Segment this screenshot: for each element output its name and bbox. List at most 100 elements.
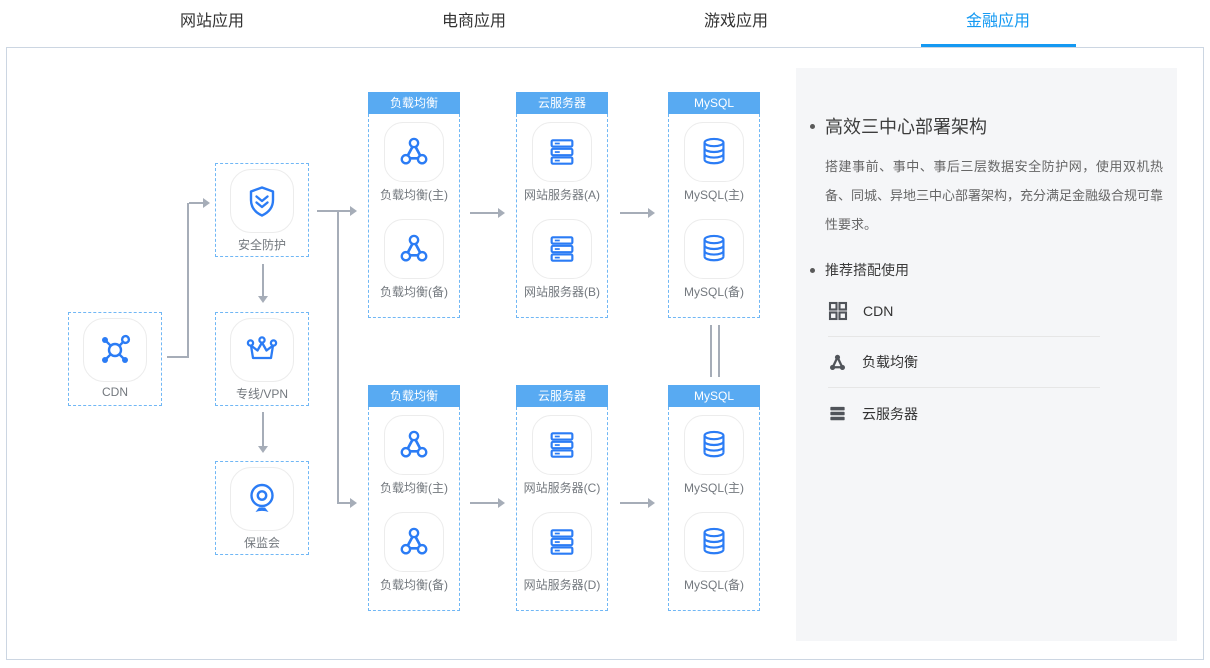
tab-ecommerce-apps[interactable]: 电商应用 <box>441 13 506 30</box>
architecture-diagram-panel: CDN 安全防护 <box>6 47 1204 660</box>
connector-mysql-sync-right <box>718 325 720 377</box>
database-icon <box>703 137 725 165</box>
node-vpn: 专线/VPN <box>215 312 309 406</box>
node-label: MySQL(主) <box>683 188 744 202</box>
tab-finance-apps[interactable]: 金融应用 <box>920 0 1076 47</box>
node-lb-primary-bottom: 负载均衡(主) <box>380 415 448 496</box>
node-security-protection: 安全防护 <box>215 163 309 257</box>
node-label: 负载均衡(备) <box>380 285 448 299</box>
bullet-icon <box>810 267 815 273</box>
database-icon <box>703 430 725 458</box>
recommend-item-cloud-server[interactable]: 云服务器 <box>828 388 1100 439</box>
server-stack-icon <box>550 236 574 262</box>
node-lb-backup-bottom: 负载均衡(备) <box>380 512 448 593</box>
node-mysql-primary-bottom: MySQL(主) <box>683 415 744 496</box>
node-label: 保监会 <box>243 536 280 550</box>
connector-branch-vertical <box>337 210 339 504</box>
server-stack-icon <box>550 139 574 165</box>
node-regulator: 保监会 <box>215 461 309 555</box>
node-label: MySQL(备) <box>683 578 744 592</box>
tab-website-apps[interactable]: 网站应用 <box>179 13 244 30</box>
feature-title: 高效三中心部署架构 <box>825 117 987 137</box>
arrowhead-into-server-bottom <box>498 498 505 508</box>
grid-icon <box>828 301 848 321</box>
node-lb-backup-top: 负载均衡(备) <box>380 219 448 300</box>
group-header: 负载均衡 <box>368 385 460 407</box>
connector-cdn-to-security <box>189 202 203 204</box>
node-mysql-backup-top: MySQL(备) <box>683 219 744 300</box>
recommend-list: CDN 负载均衡 <box>828 286 1100 439</box>
security-node-tile <box>230 169 294 233</box>
node-label: 网站服务器(D) <box>523 578 601 592</box>
load-balancer-icon <box>400 234 428 262</box>
node-label: 负载均衡(主) <box>380 481 448 495</box>
group-header: MySQL <box>668 385 760 407</box>
arrowhead-into-server-top <box>498 208 505 218</box>
node-mysql-primary-top: MySQL(主) <box>683 122 744 203</box>
node-webserver-c: 网站服务器(C) <box>523 415 601 496</box>
regulator-node-tile <box>230 467 294 531</box>
connector-cdn-vertical <box>187 203 189 358</box>
node-mysql-backup-bottom: MySQL(备) <box>683 512 744 593</box>
connector-security-to-vpn <box>262 264 264 296</box>
arrowhead-into-regulator <box>258 446 268 453</box>
cloud-server-icon <box>830 406 845 421</box>
crown-vpn-icon <box>246 336 278 360</box>
arrowhead-into-mysql-top <box>648 208 655 218</box>
server-stack-icon <box>550 529 574 555</box>
tab-game-apps[interactable]: 游戏应用 <box>703 13 768 30</box>
group-header: 云服务器 <box>516 385 608 407</box>
tab-bar: 网站应用 电商应用 游戏应用 金融应用 <box>0 0 1210 47</box>
node-label: 安全防护 <box>237 238 286 252</box>
node-label: 负载均衡(主) <box>380 188 448 202</box>
node-label: 专线/VPN <box>235 387 288 401</box>
info-panel: 高效三中心部署架构 搭建事前、事中、事后三层数据安全防护网，使用双机热备、同城、… <box>796 68 1177 641</box>
bullet-icon <box>810 123 815 129</box>
connector-vpn-to-regulator <box>262 412 264 446</box>
shield-icon <box>249 186 275 217</box>
recommend-section: 推荐搭配使用 CDN <box>810 260 1161 439</box>
node-lb-primary-top: 负载均衡(主) <box>380 122 448 203</box>
cdn-hub-icon <box>102 334 131 363</box>
arrowhead-into-lb-bottom <box>350 498 357 508</box>
node-webserver-a: 网站服务器(A) <box>524 122 600 203</box>
connector-cdn-horizontal <box>167 356 189 358</box>
connector-branch-to-lb-bottom <box>339 502 350 504</box>
node-label: 网站服务器(A) <box>524 188 600 202</box>
arrowhead-into-vpn <box>258 296 268 303</box>
group-load-balancer-bottom: 负载均衡 负载均衡(主) <box>368 385 460 611</box>
load-balancer-icon <box>400 137 428 165</box>
recommend-item-label: 云服务器 <box>862 405 918 422</box>
recommend-item-cdn[interactable]: CDN <box>828 286 1100 337</box>
node-label: 网站服务器(B) <box>524 285 600 299</box>
connector-lb-to-server-top <box>470 212 498 214</box>
feature-description: 搭建事前、事中、事后三层数据安全防护网，使用双机热备、同城、异地三中心部署架构，… <box>825 159 1164 232</box>
node-label: MySQL(主) <box>683 481 744 495</box>
group-mysql-top: MySQL MySQL <box>668 92 760 318</box>
node-label: 网站服务器(C) <box>523 481 601 495</box>
node-webserver-b: 网站服务器(B) <box>524 219 600 300</box>
group-load-balancer-top: 负载均衡 负载均衡(主) <box>368 92 460 318</box>
node-label: 负载均衡(备) <box>380 578 448 592</box>
node-webserver-d: 网站服务器(D) <box>523 512 601 593</box>
group-header: 负载均衡 <box>368 92 460 114</box>
load-balancer-icon <box>829 354 846 370</box>
connector-lb-to-server-bottom <box>470 502 498 504</box>
group-mysql-bottom: MySQL MySQL <box>668 385 760 611</box>
node-label: CDN <box>102 385 128 399</box>
recommend-item-label: 负载均衡 <box>862 354 918 370</box>
arrowhead-into-mysql-bottom <box>648 498 655 508</box>
database-icon <box>703 527 725 555</box>
connector-server-to-mysql-top <box>620 212 648 214</box>
load-balancer-icon <box>400 430 428 458</box>
feature-section: 高效三中心部署架构 搭建事前、事中、事后三层数据安全防护网，使用双机热备、同城、… <box>810 113 1164 239</box>
group-cloud-server-bottom: 云服务器 网站服务器(C) <box>516 385 608 611</box>
vpn-node-tile <box>230 318 294 382</box>
load-balancer-icon <box>400 527 428 555</box>
recommend-item-load-balancer[interactable]: 负载均衡 <box>828 337 1100 388</box>
group-header: 云服务器 <box>516 92 608 114</box>
node-label: MySQL(备) <box>683 285 744 299</box>
database-icon <box>703 234 725 262</box>
server-stack-icon <box>550 432 574 458</box>
